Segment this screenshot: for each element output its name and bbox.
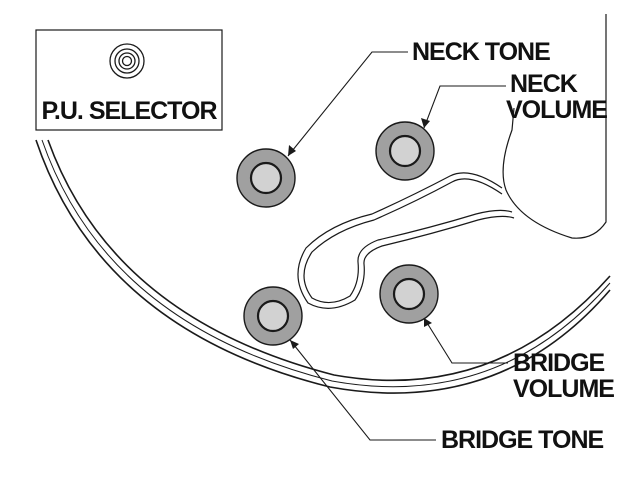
neck-volume-leader	[423, 85, 506, 129]
bridge-volume-leader	[423, 317, 508, 364]
neck-volume-label-line2: VOLUME	[506, 96, 607, 124]
neck-volume-knob[interactable]	[375, 121, 435, 181]
neck-tone-knob[interactable]	[236, 148, 296, 208]
bridge-volume-label-line2: VOLUME	[513, 375, 614, 403]
bridge-volume-knob[interactable]	[379, 264, 439, 324]
bridge-tone-label: BRIDGE TONE	[441, 426, 603, 454]
pu-selector-box: P.U. SELECTOR	[35, 29, 223, 131]
leader-arrowheads	[288, 118, 432, 349]
f-hole-outline	[297, 172, 515, 309]
neck-tone-leader	[287, 51, 408, 157]
bridge-tone-leader	[289, 339, 436, 441]
bridge-tone-knob[interactable]	[243, 286, 303, 346]
guitar-body-outline	[35, 139, 611, 394]
neck-tone-label: NECK TONE	[412, 38, 550, 66]
pu-selector-label: P.U. SELECTOR	[41, 97, 217, 125]
pu-selector-switch[interactable]	[109, 43, 145, 79]
neck-volume-label-line1: NECK	[510, 70, 578, 98]
leader-lines	[287, 51, 508, 441]
bridge-volume-label-line1: BRIDGE	[513, 349, 605, 377]
neck-heel-outline	[502, 14, 607, 239]
